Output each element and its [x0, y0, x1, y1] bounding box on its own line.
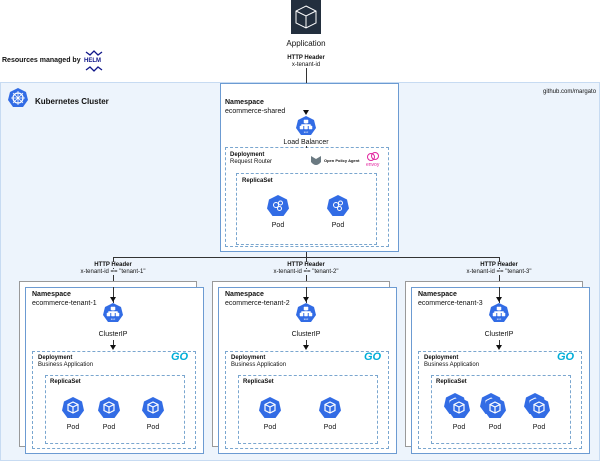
replicaset-shared — [236, 173, 377, 245]
pod-icon — [319, 397, 341, 418]
application-label: Application — [286, 39, 326, 48]
tenant-header-title: HTTP Header — [94, 262, 132, 268]
pod-label: Pod — [263, 424, 277, 431]
pod-label: Pod — [271, 222, 285, 229]
opa-label: Open Policy Agent — [324, 158, 360, 163]
deployment-request-router — [225, 147, 389, 247]
svg-text:svc: svc — [304, 317, 309, 321]
pod-icon — [62, 397, 84, 418]
go-logo: GO — [171, 351, 189, 363]
tenant-header-value: x-tenant-id == "tenant-2" — [273, 269, 339, 275]
kubernetes-icon — [8, 88, 28, 107]
pod-icon — [327, 195, 349, 216]
pod-label: Pod — [102, 424, 116, 431]
envoy-label: envoy — [366, 162, 380, 168]
pod-label: Pod — [532, 424, 546, 431]
deployment-name: Business Application — [231, 362, 287, 368]
pod-label: Pod — [66, 424, 80, 431]
app-header-value: x-tenant-id — [291, 62, 321, 68]
tenant-header-title: HTTP Header — [480, 262, 518, 268]
replicaset-title: ReplicaSet — [242, 178, 273, 184]
service-label: ClusterIP — [291, 331, 321, 338]
replicaset — [45, 375, 185, 444]
namespace-name: ecommerce-tenant-1 — [32, 300, 97, 307]
namespace-name: ecommerce-tenant-2 — [225, 300, 290, 307]
pod-icon — [142, 397, 164, 418]
deployment-business-app — [225, 351, 389, 449]
tenant-header-value: x-tenant-id == "tenant-1" — [80, 269, 146, 275]
credit-link[interactable]: github.com/margato — [543, 89, 597, 95]
helm-logo: HELM — [84, 50, 103, 72]
application-icon — [291, 0, 321, 34]
helm-logo-text: HELM — [84, 58, 101, 64]
cluster-label: Kubernetes Cluster — [35, 97, 109, 106]
namespace-name: ecommerce-shared — [225, 108, 286, 115]
pod-icon — [267, 195, 289, 216]
deployment-title: Deployment — [424, 355, 459, 361]
service-label: Load Balancer — [283, 139, 329, 146]
tenant-header-title: HTTP Header — [287, 262, 325, 268]
replicaset-title: ReplicaSet — [436, 379, 467, 385]
tenant-header-value: x-tenant-id == "tenant-3" — [466, 269, 532, 275]
svg-text:svc: svc — [304, 130, 309, 134]
namespace-title: Namespace — [418, 291, 457, 298]
replicaset-title: ReplicaSet — [243, 379, 274, 385]
service-label: ClusterIP — [98, 331, 128, 338]
deployment-title: Deployment — [38, 355, 73, 361]
deployment-business-app — [32, 351, 196, 449]
pod-label: Pod — [331, 222, 345, 229]
svc-icon: svc — [103, 303, 123, 322]
deployment-name: Business Application — [38, 362, 94, 368]
svg-text:svc: svc — [497, 317, 502, 321]
service-label: ClusterIP — [484, 331, 514, 338]
pod-icon — [98, 397, 120, 418]
helm-label: Resources managed by — [2, 57, 81, 64]
deployment-name: Request Router — [230, 159, 273, 165]
replicaset — [431, 375, 571, 444]
namespace-title: Namespace — [225, 99, 264, 106]
pod-label: Pod — [323, 424, 337, 431]
deployment-name: Business Application — [424, 362, 480, 368]
deployment-title: Deployment — [231, 355, 266, 361]
pod-icon — [444, 393, 470, 418]
opa-icon — [311, 156, 321, 165]
pod-label: Pod — [488, 424, 502, 431]
pod-label: Pod — [146, 424, 160, 431]
svg-text:svc: svc — [111, 317, 116, 321]
deployment-business-app — [418, 351, 582, 449]
namespace-shared — [220, 83, 399, 252]
deployment-title: Deployment — [230, 152, 265, 158]
svc-icon: svc — [296, 116, 316, 135]
replicaset — [238, 375, 378, 444]
replicaset-title: ReplicaSet — [50, 379, 81, 385]
pod-label: Pod — [452, 424, 466, 431]
app-header-title: HTTP Header — [287, 55, 325, 61]
namespace-title: Namespace — [32, 291, 71, 298]
go-logo: GO — [557, 351, 575, 363]
pod-icon — [524, 393, 550, 418]
namespace-name: ecommerce-tenant-3 — [418, 300, 483, 307]
pod-icon — [480, 393, 506, 418]
go-logo: GO — [364, 351, 382, 363]
envoy-icon — [367, 152, 379, 161]
svc-icon: svc — [296, 303, 316, 322]
namespace-title: Namespace — [225, 291, 264, 298]
svc-icon: svc — [489, 303, 509, 322]
pod-icon — [259, 397, 281, 418]
